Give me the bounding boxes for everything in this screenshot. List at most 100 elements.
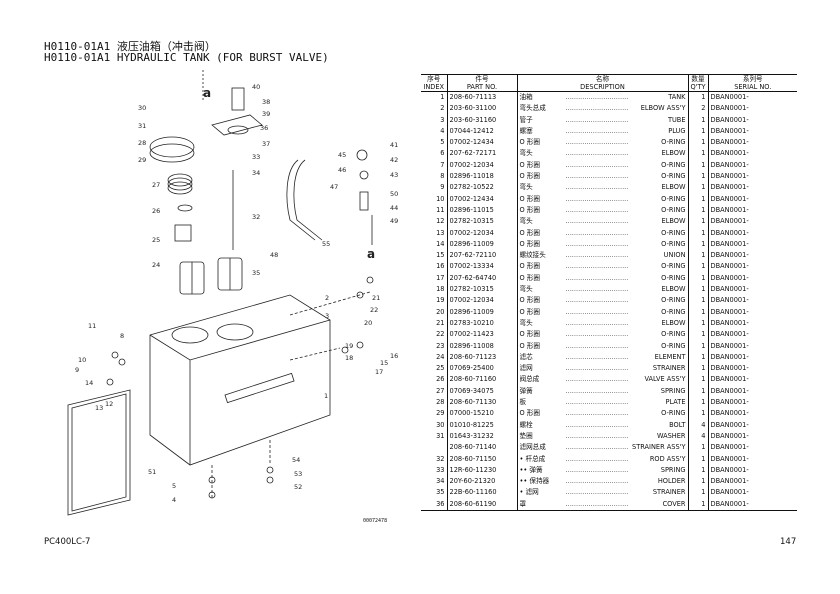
cell-part-no: 07044-12412 <box>447 125 518 138</box>
cell-serial: DBAN0001- <box>710 431 749 440</box>
cell-desc-en: O-RING <box>661 296 686 305</box>
callout-label: 2 <box>325 294 329 302</box>
cell-serial: DBAN0001- <box>710 273 749 282</box>
callout-label: 35 <box>252 269 260 277</box>
callout-label: 36 <box>260 124 268 132</box>
cell-serial: DBAN0001- <box>710 115 749 124</box>
cell-name-cn: O 形圈 <box>519 341 540 350</box>
leader-dots: ........................................… <box>565 386 628 395</box>
cell-index: 35 <box>421 487 448 499</box>
cell-part-no: 02782-10315 <box>447 284 518 296</box>
cell-part-no: 208-60-71160 <box>447 374 518 386</box>
callout-label: 12 <box>105 400 113 408</box>
cell-serial: DBAN0001- <box>710 149 749 158</box>
cell-qty: 1 <box>688 216 709 228</box>
cell-description: ........................................… <box>517 430 689 443</box>
leader-dots: ........................................… <box>565 239 628 248</box>
cell-description: ........................................… <box>517 125 689 138</box>
cell-part-no: 207-62-64740 <box>447 272 518 285</box>
cell-serial: DBAN0001- <box>710 104 749 113</box>
cell-serial: DBAN0001- <box>710 318 749 327</box>
leader-dots: ........................................… <box>565 443 628 452</box>
leader-dots: ........................................… <box>565 138 628 147</box>
cell-name-cn: 弯头 <box>519 318 533 327</box>
cell-name-cn: O 形圈 <box>519 330 540 339</box>
cell-name-cn: 螺栓 <box>519 420 533 429</box>
cell-description: ........................................… <box>517 261 689 273</box>
cell-part-no: 12R-60-11230 <box>447 464 518 477</box>
leader-dots: ........................................… <box>565 431 628 440</box>
leader-dots: ........................................… <box>565 104 628 113</box>
callout-label: 54 <box>292 456 300 464</box>
callout-label: 15 <box>380 359 388 367</box>
cell-part-no: 207-62-72110 <box>447 250 518 262</box>
page-title-cn: H0110-01A1 液压油箱（冲击阀） <box>44 40 216 53</box>
callout-label: 52 <box>294 483 302 491</box>
cell-part-no: 01643-31232 <box>447 430 518 443</box>
cell-name-cn: O 形圈 <box>519 409 540 418</box>
callout-label: 42 <box>390 156 398 164</box>
cell-name-cn: 螺纹接头 <box>519 251 546 260</box>
cell-desc-en: STRAINER ASS'Y <box>632 443 686 452</box>
callout-label: 21 <box>372 294 380 302</box>
cell-desc-en: PLUG <box>668 126 686 135</box>
callout-label: 48 <box>270 251 278 259</box>
cell-serial: DBAN0001- <box>710 183 749 192</box>
cell-name-cn: 板 <box>519 398 527 407</box>
cell-qty: 1 <box>688 272 709 285</box>
cell-serial: DBAN0001- <box>708 498 797 511</box>
cell-qty: 1 <box>688 317 709 330</box>
cell-part-no: 07069-25400 <box>447 363 518 375</box>
leader-dots: ........................................… <box>565 205 628 214</box>
cell-part-no: 02782-10522 <box>447 182 518 194</box>
cell-description: ........................................… <box>517 374 689 386</box>
cell-desc-en: ELBOW <box>661 285 686 294</box>
cell-index: 19 <box>421 295 448 307</box>
cell-desc-en: SPRING <box>660 465 686 474</box>
cell-description: ........................................… <box>517 148 689 160</box>
cell-desc-en: BOLT <box>669 420 686 429</box>
leader-dots: ........................................… <box>565 194 628 203</box>
cell-index: 33 <box>421 464 448 477</box>
callout-label: 34 <box>252 169 260 177</box>
cell-serial: DBAN0001- <box>710 217 749 226</box>
cell-qty: 1 <box>688 295 709 307</box>
cell-serial: DBAN0001- <box>710 364 749 373</box>
cell-part-no: 07000-15210 <box>447 408 518 420</box>
cell-qty: 1 <box>688 171 709 183</box>
drawing-code: 00072478 <box>363 518 388 524</box>
cell-qty: 1 <box>688 397 709 409</box>
cell-desc-en: O-RING <box>661 262 686 271</box>
cell-serial: DBAN0001- <box>710 443 749 452</box>
cell-name-cn: • 滤网 <box>519 488 539 497</box>
cell-name-cn: O 形圈 <box>519 307 540 316</box>
arrow-label-a-bottom: a <box>367 247 375 261</box>
cell-index: 21 <box>421 317 448 330</box>
cell-part-no: 02783-10210 <box>447 317 518 330</box>
leader-dots: ........................................… <box>565 341 628 350</box>
cell-desc-en: TUBE <box>667 115 686 124</box>
cell-desc-en: HOLDER <box>657 477 686 486</box>
cell-name-cn: • 杆总成 <box>519 454 546 463</box>
cell-desc-en: SPRING <box>660 386 686 395</box>
callout-label: 53 <box>294 470 302 478</box>
page-title-en: H0110-01A1 HYDRAULIC TANK (FOR BURST VAL… <box>44 51 329 64</box>
cell-description: ........................................… <box>517 351 689 364</box>
cell-serial: DBAN0001- <box>710 352 749 361</box>
cell-part-no: 208-60-71140 <box>447 442 518 454</box>
cell-part-no: 02896-11009 <box>447 238 518 251</box>
cell-index: 24 <box>421 351 448 364</box>
cell-serial: DBAN0001- <box>710 160 749 169</box>
